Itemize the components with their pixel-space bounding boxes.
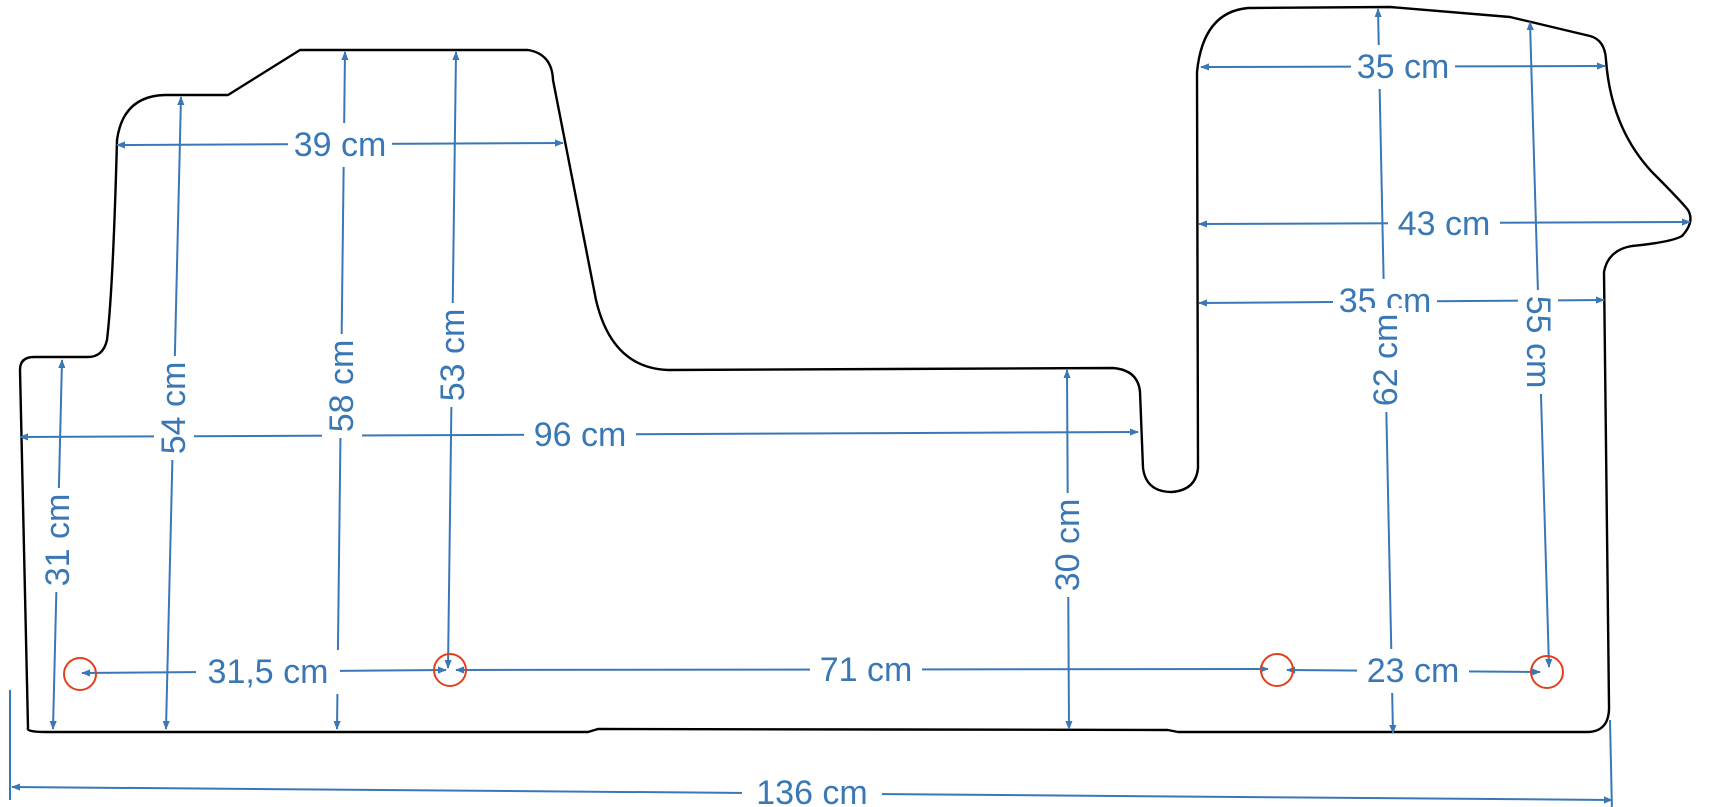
extension-line-right (1609, 719, 1613, 807)
dim-label-30: 30 cm (1049, 499, 1087, 592)
fixing-hole (433, 653, 467, 687)
dim-label-55: 55 cm (1519, 296, 1557, 389)
dim-label-43: 43 cm (1398, 205, 1491, 243)
dim-label-35-top: 35 cm (1357, 48, 1450, 86)
dim-label-62: 62 cm (1367, 314, 1405, 407)
dim-label-53: 53 cm (434, 309, 472, 402)
fixing-hole (1260, 653, 1294, 687)
dim-label-71: 71 cm (820, 651, 913, 689)
dim-label-23: 23 cm (1367, 652, 1460, 690)
dimension-labels: 39 cm 54 cm 58 cm 53 cm 96 cm 31 cm 31,5… (38, 45, 1558, 807)
dim-label-39: 39 cm (294, 126, 387, 164)
dim-label-54: 54 cm (155, 362, 193, 455)
dim-label-58: 58 cm (323, 340, 361, 433)
dim-label-31: 31 cm (39, 494, 77, 587)
fixing-hole (1530, 655, 1564, 689)
dim-label-136: 136 cm (756, 774, 868, 807)
dim-label-96: 96 cm (534, 416, 627, 454)
fixing-holes (63, 653, 1564, 691)
dim-label-31-5: 31,5 cm (208, 653, 329, 691)
fixing-hole (63, 657, 97, 691)
mat-outline (18, 5, 1692, 734)
